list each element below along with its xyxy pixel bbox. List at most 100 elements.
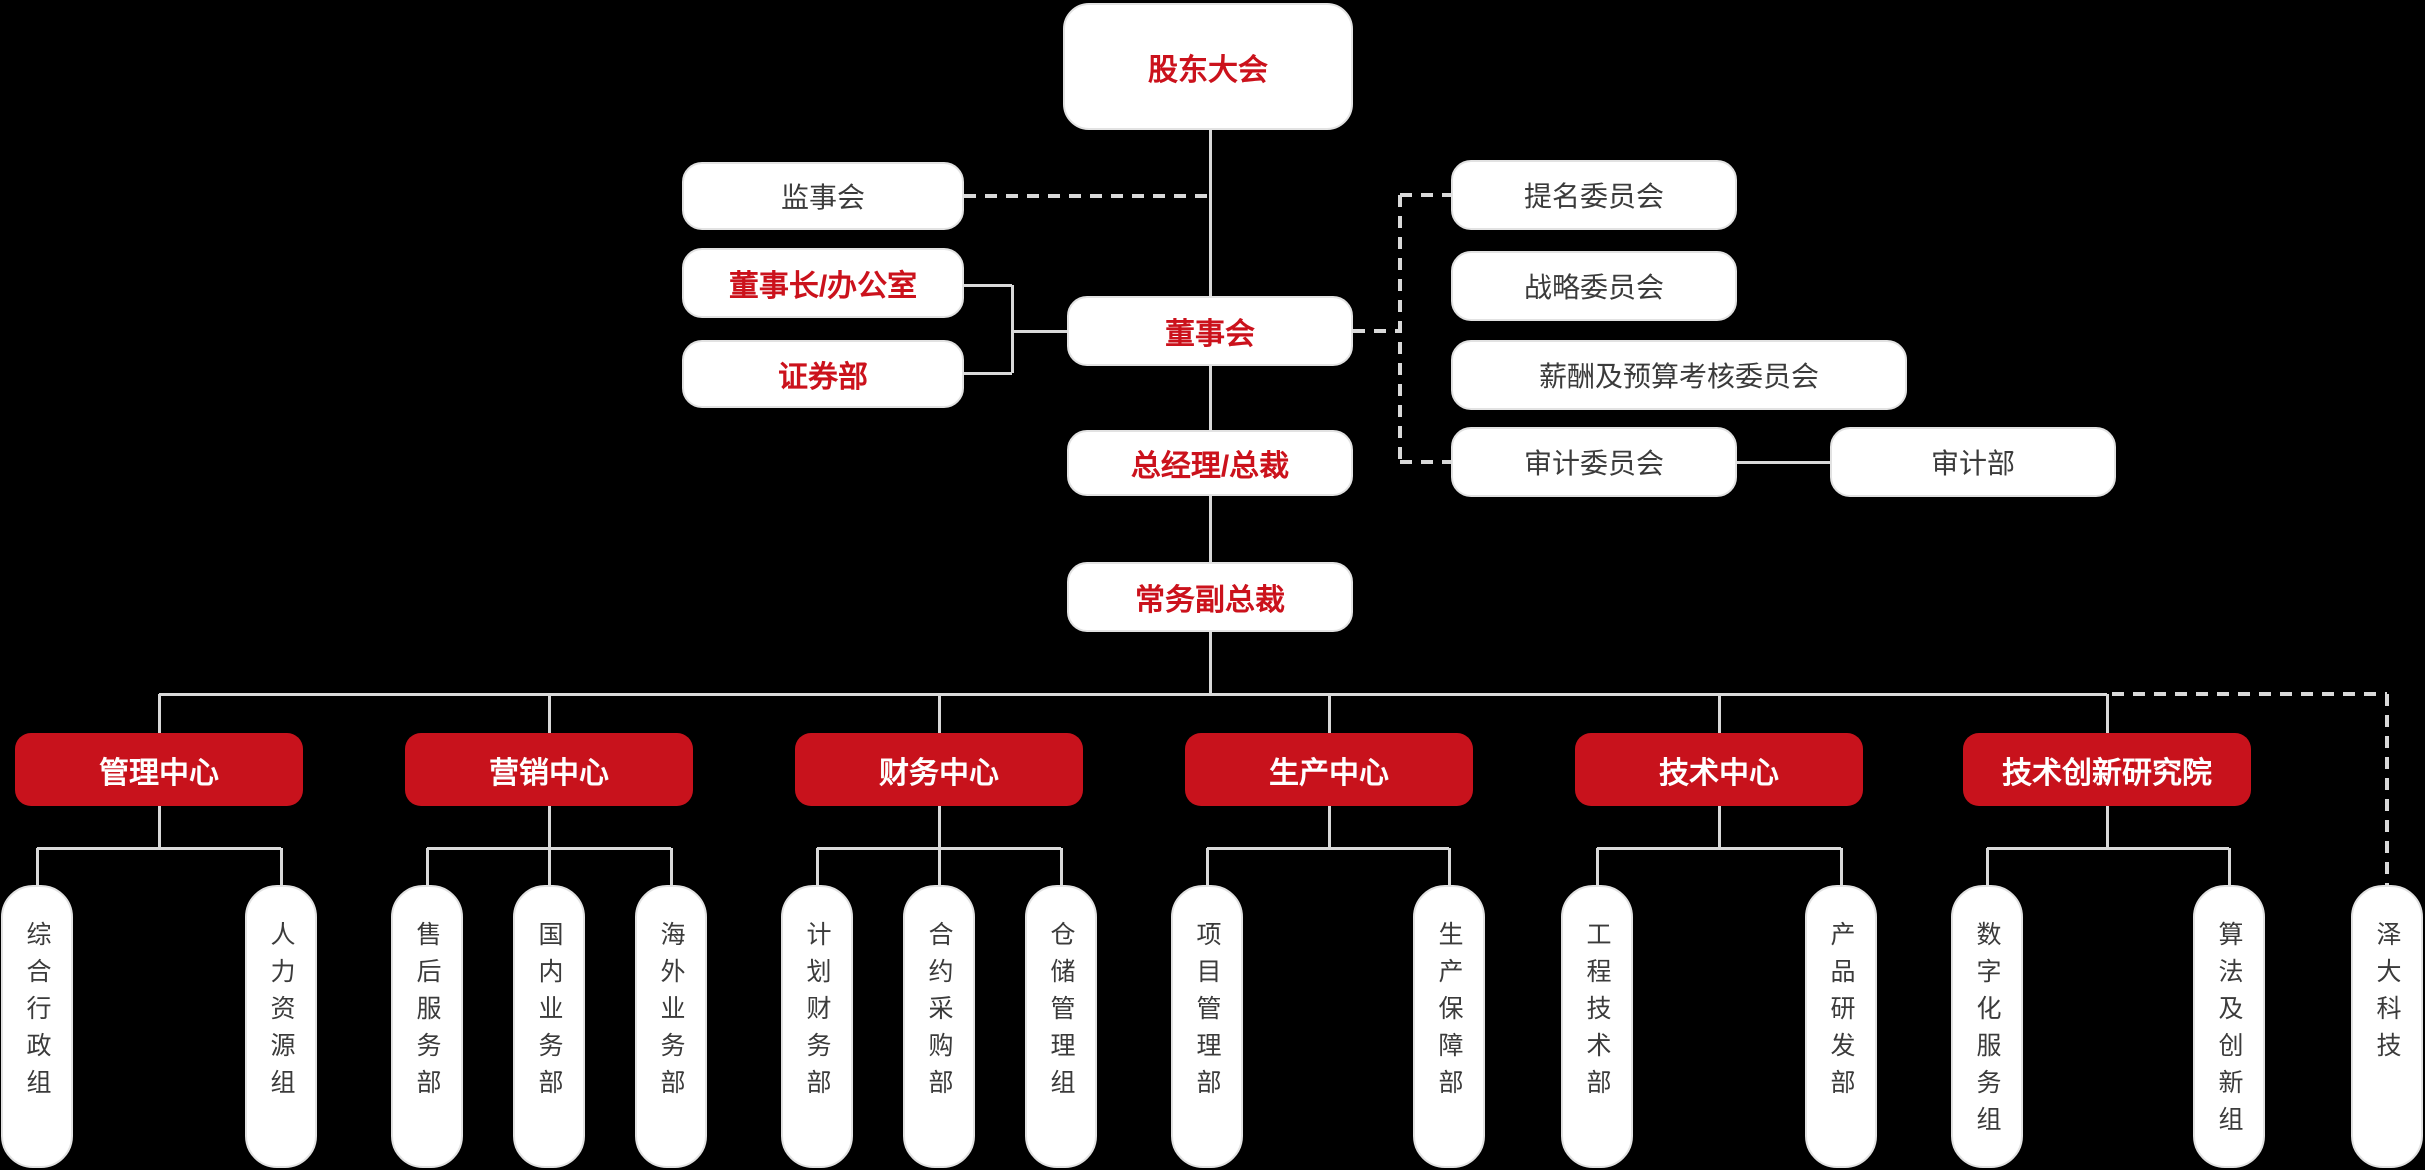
dashed-connector-line	[1353, 329, 1400, 333]
connector-line	[937, 806, 941, 848]
org-node-label-after-sales-service-dept: 售后服务部	[413, 921, 441, 1106]
org-node-production-support-dept: 生产保障部	[1413, 885, 1485, 1168]
org-node-label-domestic-business-dept: 国内业务部	[535, 921, 563, 1106]
org-node-label-shareholders-meeting: 股东大会	[1148, 53, 1268, 87]
org-node-warehouse-management-group: 仓储管理组	[1025, 885, 1097, 1168]
org-node-digital-services-group: 数字化服务组	[1951, 885, 2023, 1168]
org-node-label-marketing-center: 营销中心	[489, 756, 609, 790]
org-node-label-zeda-technology: 泽大科技	[2373, 921, 2401, 1069]
connector-line	[35, 848, 39, 885]
org-node-hr-group: 人力资源组	[245, 885, 317, 1168]
org-node-label-tech-innovation-institute: 技术创新研究院	[2002, 756, 2212, 790]
connector-line	[1737, 460, 1830, 464]
org-node-shareholders-meeting: 股东大会	[1063, 3, 1353, 130]
dashed-connector-line	[2385, 694, 2389, 885]
connector-line	[1447, 848, 1451, 885]
org-node-label-production-support-dept: 生产保障部	[1435, 921, 1463, 1106]
connector-line	[1595, 848, 1599, 885]
org-node-finance-center: 财务中心	[795, 733, 1083, 806]
connector-line	[547, 694, 551, 733]
dashed-connector-line	[964, 194, 1210, 198]
org-node-label-management-center: 管理中心	[99, 756, 219, 790]
org-node-label-audit-committee: 审计委员会	[1523, 448, 1664, 479]
org-node-label-general-manager-president: 总经理/总裁	[1130, 450, 1290, 483]
org-node-general-manager-president: 总经理/总裁	[1067, 430, 1353, 496]
connector-line	[964, 283, 1012, 287]
org-node-label-engineering-tech-dept: 工程技术部	[1583, 921, 1611, 1106]
connector-line	[157, 806, 161, 848]
connector-line	[2105, 694, 2109, 733]
org-node-label-compensation-budget-committee: 薪酬及预算考核委员会	[1538, 361, 1819, 392]
org-node-product-rd-dept: 产品研发部	[1805, 885, 1877, 1168]
org-node-label-warehouse-management-group: 仓储管理组	[1047, 921, 1075, 1106]
org-node-label-securities-dept: 证券部	[778, 361, 868, 394]
org-node-production-center: 生产中心	[1185, 733, 1473, 806]
connector-line	[1208, 496, 1212, 562]
connector-line	[159, 692, 2107, 696]
org-node-compensation-budget-committee: 薪酬及预算考核委员会	[1451, 340, 1907, 410]
connector-line	[2227, 848, 2231, 885]
connector-line	[1327, 806, 1331, 848]
org-node-contract-procurement-dept: 合约采购部	[903, 885, 975, 1168]
connector-line	[279, 848, 283, 885]
org-node-technology-center: 技术中心	[1575, 733, 1863, 806]
org-node-securities-dept: 证券部	[682, 340, 964, 408]
org-node-planning-finance-dept: 计划财务部	[781, 885, 853, 1168]
org-node-nomination-committee: 提名委员会	[1451, 160, 1737, 230]
org-node-label-contract-procurement-dept: 合约采购部	[925, 921, 953, 1106]
connector-line	[547, 806, 551, 848]
connector-line	[1717, 694, 1721, 733]
org-node-label-nomination-committee: 提名委员会	[1523, 181, 1664, 212]
org-node-label-audit-dept: 审计部	[1930, 448, 2015, 479]
org-node-label-planning-finance-dept: 计划财务部	[803, 921, 831, 1106]
org-node-marketing-center: 营销中心	[405, 733, 693, 806]
org-node-audit-committee: 审计委员会	[1451, 427, 1737, 497]
connector-line	[1327, 694, 1331, 733]
org-node-chairman-office: 董事长/办公室	[682, 248, 964, 318]
org-node-label-chairman-office: 董事长/办公室	[728, 270, 918, 303]
org-node-supervisory-board: 监事会	[682, 162, 964, 230]
connector-line	[937, 694, 941, 733]
org-node-label-general-admin-group: 综合行政组	[23, 921, 51, 1106]
org-node-engineering-tech-dept: 工程技术部	[1561, 885, 1633, 1168]
connector-line	[815, 848, 819, 885]
connector-line	[2105, 806, 2109, 848]
connector-line	[1207, 846, 1449, 850]
org-node-strategy-committee: 战略委员会	[1451, 251, 1737, 321]
connector-line	[1205, 848, 1209, 885]
org-node-label-overseas-business-dept: 海外业务部	[657, 921, 685, 1106]
connector-line	[37, 846, 281, 850]
org-node-label-technology-center: 技术中心	[1659, 756, 1779, 790]
connector-line	[1839, 848, 1843, 885]
connector-line	[547, 848, 551, 885]
org-node-label-hr-group: 人力资源组	[267, 921, 295, 1106]
org-node-zeda-technology: 泽大科技	[2351, 885, 2423, 1168]
connector-line	[669, 848, 673, 885]
org-node-board-of-directors: 董事会	[1067, 296, 1353, 366]
connector-line	[1987, 846, 2229, 850]
org-node-label-product-rd-dept: 产品研发部	[1827, 921, 1855, 1106]
connector-line	[1010, 285, 1014, 373]
org-node-label-board-of-directors: 董事会	[1165, 318, 1255, 351]
org-node-project-management-dept: 项目管理部	[1171, 885, 1243, 1168]
dashed-connector-line	[2112, 692, 2387, 696]
org-node-overseas-business-dept: 海外业务部	[635, 885, 707, 1168]
connector-line	[1985, 848, 1989, 885]
connector-line	[1208, 632, 1212, 694]
org-node-audit-dept: 审计部	[1830, 427, 2116, 497]
connector-line	[1717, 806, 1721, 848]
org-node-label-digital-services-group: 数字化服务组	[1973, 921, 2001, 1143]
org-node-general-admin-group: 综合行政组	[1, 885, 73, 1168]
connector-line	[964, 371, 1012, 375]
connector-line	[937, 848, 941, 885]
org-node-label-finance-center: 财务中心	[879, 756, 999, 790]
dashed-connector-line	[1398, 195, 1402, 462]
org-node-label-project-management-dept: 项目管理部	[1193, 921, 1221, 1106]
org-node-label-production-center: 生产中心	[1269, 756, 1389, 790]
org-node-label-algorithm-innovation-group: 算法及创新组	[2215, 921, 2243, 1143]
org-node-label-supervisory-board: 监事会	[780, 182, 865, 213]
connector-line	[1208, 366, 1212, 430]
org-node-executive-vice-president: 常务副总裁	[1067, 562, 1353, 632]
dashed-connector-line	[1400, 193, 1451, 197]
